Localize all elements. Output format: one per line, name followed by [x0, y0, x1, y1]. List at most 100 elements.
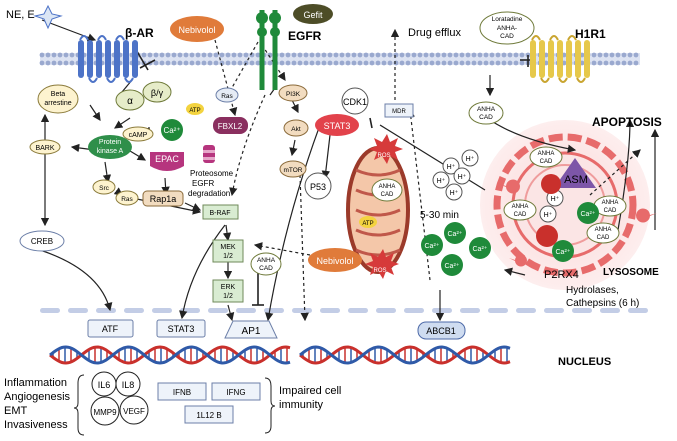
atf-box: ATF: [87, 319, 134, 338]
calcium-ion-lyso: Ca²⁺: [552, 240, 574, 262]
svg-text:VEGF: VEGF: [123, 407, 145, 416]
outcome-inflammation: Inflammation: [4, 377, 67, 389]
calcium-node-top: Ca²⁺: [161, 119, 183, 141]
svg-text:ANHA-: ANHA-: [497, 25, 517, 32]
loratadine-node: Loratadine ANHA- CAD: [479, 11, 535, 45]
svg-text:Ca²⁺: Ca²⁺: [448, 231, 463, 238]
svg-text:1/2: 1/2: [223, 293, 233, 300]
svg-text:H⁺: H⁺: [466, 156, 475, 163]
svg-text:CAD: CAD: [540, 159, 553, 165]
nebivolol-mid-badge: Nebivolol: [308, 248, 362, 272]
cdk1-node: CDK1: [341, 87, 369, 115]
anha-cad-node-lyso-bottom: ANHA CAD: [586, 222, 620, 244]
anha-cad-node-mid: ANHA CAD: [250, 252, 282, 276]
calcium-ion: Ca²⁺: [421, 234, 443, 256]
stat3-box-nucleus: STAT3: [156, 319, 206, 338]
outcome-angiogenesis: Angiogenesis: [4, 391, 71, 403]
protein-kinase-a-node: Protein kinase A: [88, 135, 132, 159]
svg-text:MMP9: MMP9: [93, 408, 117, 417]
svg-text:ANHA: ANHA: [602, 200, 619, 206]
svg-text:ATP: ATP: [189, 108, 200, 114]
immunity-brace: [264, 377, 276, 434]
svg-text:1L12 B: 1L12 B: [196, 411, 221, 420]
svg-text:β/γ: β/γ: [151, 88, 164, 98]
svg-text:Ras: Ras: [121, 196, 133, 203]
proton-ion: H⁺: [432, 171, 450, 189]
proton-ion: H⁺: [453, 167, 471, 185]
egfr-label: EGFR: [288, 29, 322, 43]
svg-text:ATP: ATP: [362, 221, 373, 227]
atp-node: ATP: [186, 103, 204, 115]
g-alpha-subunit: α: [115, 89, 145, 111]
cathepsins-label: Cathepsins (6 h): [566, 298, 639, 309]
svg-text:ANHA: ANHA: [512, 204, 529, 210]
svg-text:H⁺: H⁺: [450, 190, 459, 197]
mtor-node: mTOR: [279, 160, 307, 178]
svg-text:Ca²⁺: Ca²⁺: [445, 263, 460, 270]
beta-ar-label: β-AR: [125, 26, 154, 40]
p2rx4-label: P2RX4: [544, 269, 579, 281]
svg-text:mTOR: mTOR: [283, 167, 302, 174]
pi3k-node: PI3K: [278, 84, 308, 102]
vegf-gene: VEGF: [119, 395, 149, 425]
svg-text:Nebivolol: Nebivolol: [178, 25, 215, 35]
svg-text:H⁺: H⁺: [447, 164, 456, 171]
hydrolases-label: Hydrolases,: [566, 285, 619, 296]
svg-text:Rap1a: Rap1a: [150, 194, 177, 204]
svg-text:CAD: CAD: [259, 265, 273, 272]
il6-gene: IL6: [91, 371, 117, 397]
svg-text:Src: Src: [99, 185, 110, 192]
svg-text:Beta: Beta: [51, 91, 66, 98]
ras-node-egfr: Ras: [215, 87, 239, 103]
stat3-node-cytoplasm: STAT3: [315, 114, 359, 136]
camp-node: cAMP: [122, 126, 154, 142]
svg-text:CREB: CREB: [31, 237, 53, 246]
svg-text:CAD: CAD: [514, 212, 527, 218]
svg-text:Ca²⁺: Ca²⁺: [473, 246, 488, 253]
mmp9-gene: MMP9: [90, 396, 120, 426]
ne-e-ligand: NE, E: [6, 9, 35, 21]
calcium-ion: Ca²⁺: [441, 254, 463, 276]
anha-cad-node-mito: ANHA CAD: [371, 178, 403, 202]
svg-text:ERK: ERK: [221, 284, 236, 291]
svg-text:H⁺: H⁺: [544, 212, 553, 219]
svg-text:EPAC: EPAC: [155, 154, 179, 164]
svg-text:P53: P53: [310, 182, 326, 192]
ifnb-gene: IFNB: [157, 382, 207, 401]
mek-node: MEK 1/2: [212, 239, 244, 263]
svg-text:MDR: MDR: [392, 109, 406, 115]
atp-node-mito: ATP: [359, 216, 377, 228]
egfr-receptor: [256, 10, 281, 90]
ligand-star-icon: [33, 4, 63, 30]
svg-text:IL8: IL8: [122, 380, 135, 390]
proton-ion: H⁺: [461, 149, 479, 167]
impaired-immunity-label-2: immunity: [279, 399, 324, 411]
svg-text:STAT3: STAT3: [168, 324, 195, 334]
ros-burst-top: ROS: [369, 134, 403, 164]
svg-text:FBXL2: FBXL2: [218, 122, 243, 131]
outcome-emt: EMT: [4, 405, 28, 417]
svg-text:ATF: ATF: [102, 324, 119, 334]
svg-text:ABCB1: ABCB1: [426, 326, 456, 336]
calcium-ion: Ca²⁺: [469, 237, 491, 259]
svg-text:Nebivolol: Nebivolol: [316, 256, 353, 266]
svg-text:Ca²⁺: Ca²⁺: [556, 249, 571, 256]
calcium-ion-lyso: Ca²⁺: [577, 202, 599, 224]
svg-text:arrestine: arrestine: [44, 100, 71, 107]
svg-text:IFNG: IFNG: [226, 388, 245, 397]
mdr-node: MDR: [384, 103, 414, 118]
akt-node: Akt: [283, 119, 309, 137]
svg-text:H⁺: H⁺: [437, 178, 446, 185]
dna-helix-right: [299, 345, 511, 365]
svg-text:α: α: [127, 96, 133, 107]
svg-text:1/2: 1/2: [223, 253, 233, 260]
svg-text:IL6: IL6: [98, 380, 111, 390]
outcome-brace: [73, 374, 85, 436]
p2rx4-channel: [536, 174, 561, 247]
anha-cad-node-upper: ANHA CAD: [468, 101, 504, 125]
svg-text:CAD: CAD: [597, 235, 610, 241]
svg-text:Ca²⁺: Ca²⁺: [581, 211, 596, 218]
proton-ion: H⁺: [442, 157, 460, 175]
svg-text:AP1: AP1: [242, 326, 261, 337]
